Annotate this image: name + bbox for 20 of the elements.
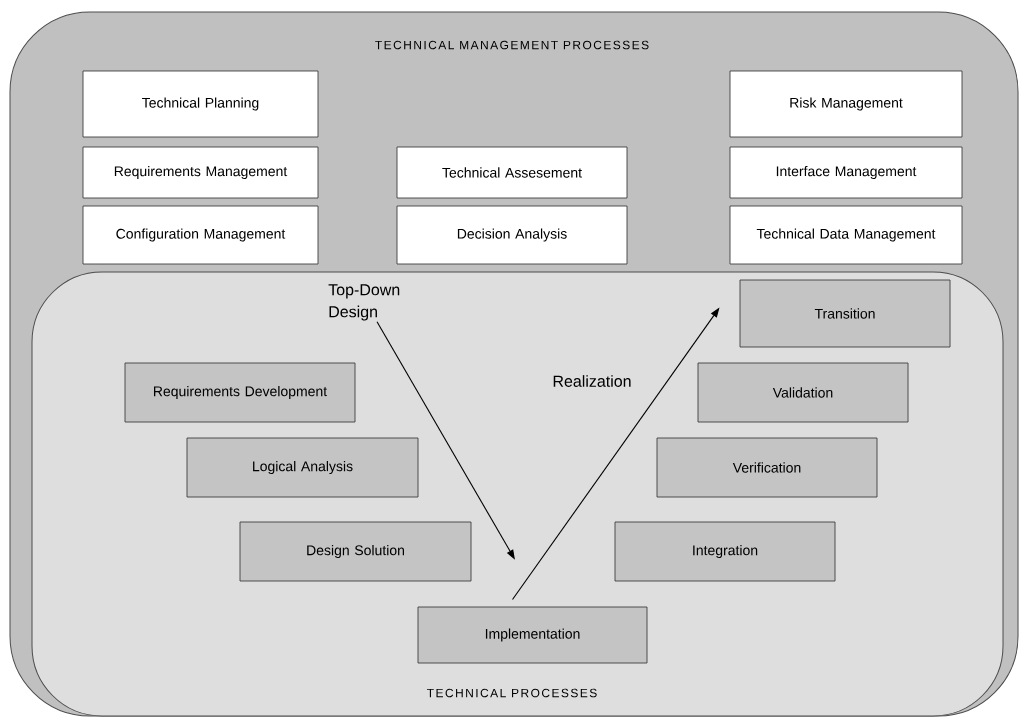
process-box: Technical Data Management: [729, 205, 963, 265]
process-box: Design Solution: [239, 521, 472, 582]
process-box: Integration: [614, 521, 836, 582]
process-box: Transition: [739, 279, 951, 348]
process-box: Technical Planning: [82, 70, 319, 138]
process-box: Implementation: [417, 606, 648, 664]
process-box: Configuration Management: [82, 205, 319, 265]
process-box: Logical Analysis: [186, 437, 419, 498]
panel-title: TECHNICAL MANAGEMENT PROCESSES: [375, 40, 649, 50]
process-box: Technical Assesement: [396, 146, 628, 199]
process-box: Decision Analysis: [396, 205, 628, 265]
process-box: Validation: [697, 362, 909, 423]
process-box: Requirements Development: [124, 362, 356, 423]
process-box: Risk Management: [729, 70, 963, 138]
process-box: Interface Management: [729, 146, 963, 199]
panel-title: TECHNICAL PROCESSES: [427, 688, 597, 698]
text-label: Top-Down Design: [328, 284, 400, 321]
process-box: Requirements Management: [82, 146, 319, 199]
edge-label: Realization: [553, 375, 631, 387]
process-box: Verification: [656, 437, 878, 498]
